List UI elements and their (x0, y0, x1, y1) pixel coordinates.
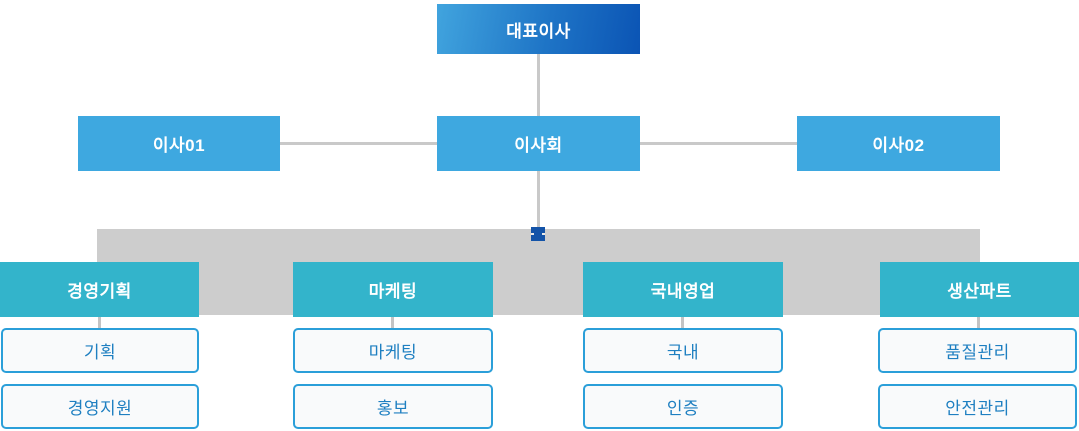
org-node-director2: 이사02 (797, 116, 1000, 171)
team-box-label: 안전관리 (945, 399, 1010, 418)
org-node-board-label: 이사회 (514, 136, 563, 155)
team-box-label: 마케팅 (368, 343, 418, 362)
connector-board-director1 (280, 142, 437, 145)
dept-connector (977, 317, 980, 328)
team-box-planning: 기획 (1, 328, 199, 373)
team-box-pr: 홍보 (293, 384, 493, 429)
org-node-director1-label: 이사01 (152, 136, 206, 155)
team-box-certification: 인증 (583, 384, 783, 429)
org-node-director2-label: 이사02 (872, 136, 925, 155)
team-box-management-support: 경영지원 (1, 384, 199, 429)
connector-ceo-board (537, 54, 540, 116)
connector-board-director2 (640, 142, 797, 145)
team-box-marketing: 마케팅 (293, 328, 493, 373)
dept-header-domestic-sales: 국내영업 (583, 262, 783, 317)
dept-header-marketing: 마케팅 (293, 262, 493, 317)
org-node-ceo: 대표이사 (437, 4, 640, 54)
department-band (97, 229, 980, 315)
dept-connector (681, 317, 684, 328)
team-box-label: 인증 (666, 399, 700, 418)
connector-board-band (537, 171, 540, 231)
team-box-domestic: 국내 (583, 328, 783, 373)
dept-header-label: 국내영업 (650, 282, 716, 301)
dept-connector (391, 317, 394, 328)
team-box-label: 품질관리 (945, 343, 1010, 362)
org-node-director1: 이사01 (78, 116, 280, 171)
team-box-label: 기획 (83, 343, 117, 362)
dept-header-management-planning: 경영기획 (0, 262, 199, 317)
team-box-quality-control: 품질관리 (878, 328, 1077, 373)
team-box-label: 국내 (666, 343, 700, 362)
dept-header-label: 경영기획 (67, 282, 132, 301)
team-box-label: 홍보 (376, 399, 410, 418)
dept-header-label: 생산파트 (947, 282, 1012, 301)
dept-header-label: 마케팅 (368, 282, 418, 301)
dept-header-production: 생산파트 (880, 262, 1079, 317)
org-node-ceo-label: 대표이사 (506, 21, 571, 41)
team-box-label: 경영지원 (67, 399, 133, 418)
dept-connector (98, 317, 101, 328)
team-box-safety-management: 안전관리 (878, 384, 1077, 429)
org-node-board: 이사회 (437, 116, 640, 171)
junction-square-icon (531, 227, 545, 241)
